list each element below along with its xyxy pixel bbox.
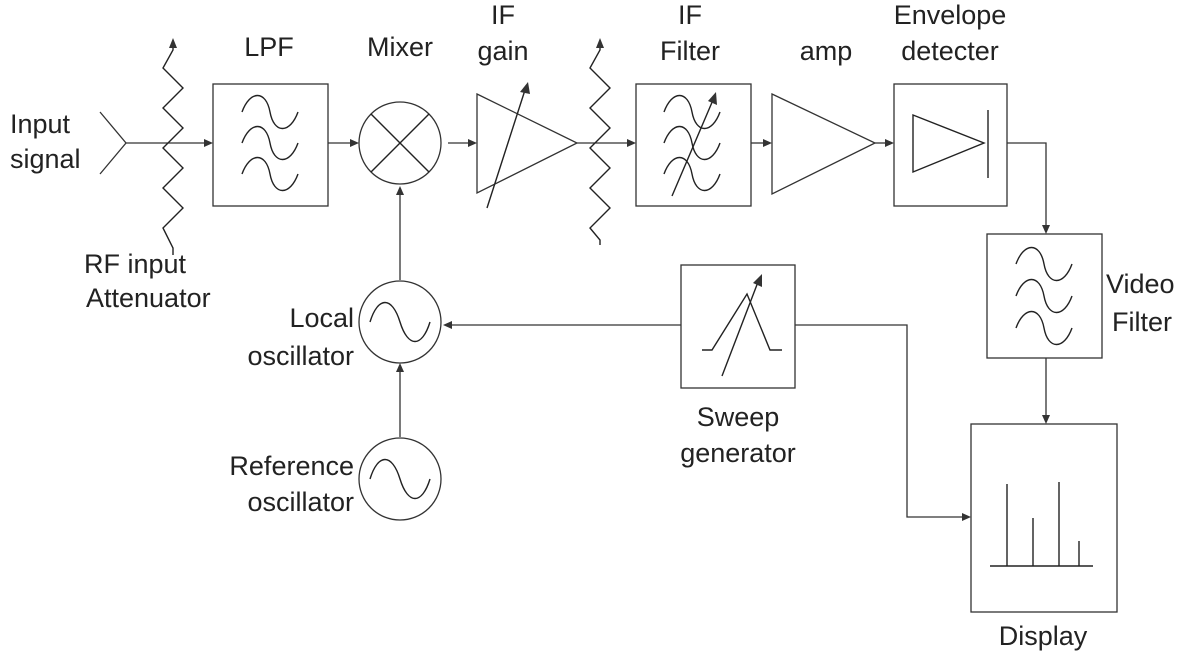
display-block bbox=[970, 423, 1118, 613]
if-filter-block bbox=[635, 83, 752, 207]
amp-block bbox=[771, 92, 877, 196]
lpf-label: LPF bbox=[244, 32, 294, 62]
if-gain-block bbox=[476, 82, 579, 209]
sine-wave-circle-icon bbox=[369, 302, 431, 342]
mixer-block bbox=[358, 101, 442, 185]
envelope-detector-label-line2: detecter bbox=[901, 36, 999, 66]
signal-wires bbox=[99, 111, 1047, 518]
lpf-block bbox=[212, 83, 329, 207]
reference-oscillator-block bbox=[358, 437, 442, 521]
if-filter-label-line1: IF bbox=[678, 0, 702, 30]
mixer-label: Mixer bbox=[367, 32, 433, 62]
variable-gain-arrow-icon bbox=[486, 82, 530, 209]
amp-label: amp bbox=[800, 36, 853, 66]
sine-wave-circle-icon bbox=[369, 459, 431, 499]
envelope-detector-label-line1: Envelope bbox=[894, 0, 1007, 30]
if-gain-label-line1: IF bbox=[491, 0, 515, 30]
ramp-wave-icon bbox=[702, 274, 782, 377]
video-filter-label-line1: Video bbox=[1106, 269, 1175, 299]
rf-attenuator-label-line2: Attenuator bbox=[86, 283, 211, 313]
if-filter-label-line2: Filter bbox=[660, 36, 720, 66]
reference-oscillator-label-line2: oscillator bbox=[247, 487, 354, 517]
rf-input-attenuator-symbol bbox=[162, 38, 184, 255]
sweep-generator-label-line2: generator bbox=[680, 438, 796, 468]
input-signal-label-line2: signal bbox=[10, 144, 81, 174]
triangle-amplifier-icon bbox=[771, 92, 877, 196]
sweep-generator-block bbox=[680, 264, 796, 389]
diagram-labels: Input signal RF input Attenuator LPF Mix… bbox=[10, 0, 1175, 651]
diode-icon bbox=[912, 110, 989, 178]
input-signal-label-line1: Input bbox=[10, 109, 71, 139]
tunable-arrow-icon bbox=[671, 92, 717, 197]
arrowheads bbox=[204, 139, 1050, 521]
local-oscillator-label-line2: oscillator bbox=[247, 341, 354, 371]
video-filter-block bbox=[986, 233, 1103, 359]
spectrum-lines-icon bbox=[990, 482, 1093, 567]
if-gain-label-line2: gain bbox=[477, 36, 528, 66]
display-label: Display bbox=[999, 621, 1088, 651]
sweep-generator-label-line1: Sweep bbox=[697, 402, 780, 432]
circle-x-mixer-icon bbox=[370, 113, 430, 173]
local-oscillator-block bbox=[358, 280, 442, 364]
if-attenuator-symbol bbox=[589, 38, 611, 245]
video-filter-label-line2: Filter bbox=[1112, 307, 1172, 337]
local-oscillator-label-line1: Local bbox=[289, 303, 354, 333]
envelope-detector-block bbox=[893, 83, 1008, 207]
reference-oscillator-label-line1: Reference bbox=[229, 451, 354, 481]
rf-attenuator-label-line1: RF input bbox=[84, 249, 187, 279]
